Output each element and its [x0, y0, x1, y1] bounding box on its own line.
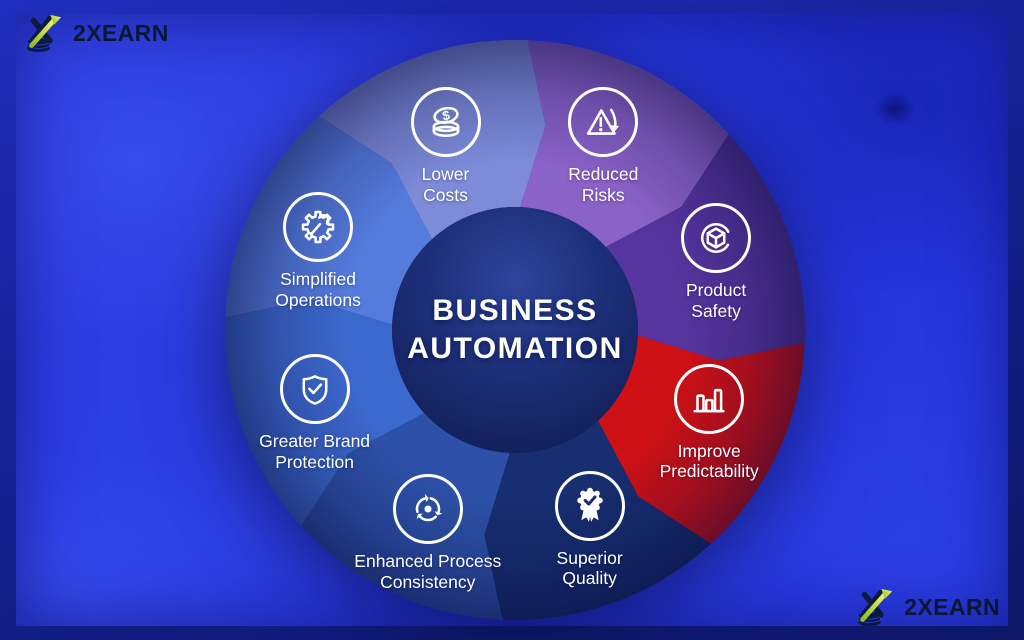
wheel-title-line1: BUSINESS: [432, 294, 598, 328]
wheel-center-circle: [392, 207, 638, 453]
brand-logo-top-left: 2XEARN: [24, 12, 169, 54]
coins-arrow-logo-icon: [26, 14, 62, 52]
business-automation-wheel: [225, 40, 805, 620]
brand-logo-bottom-right: 2XEARN: [855, 586, 1000, 628]
brand-name: 2XEARN: [904, 593, 1000, 620]
wheel-title-line2: AUTOMATION: [407, 332, 623, 365]
brand-name: 2XEARN: [73, 19, 169, 46]
wheel-title: BUSINESS AUTOMATION: [385, 292, 645, 368]
coins-arrow-logo-icon: [857, 588, 893, 626]
